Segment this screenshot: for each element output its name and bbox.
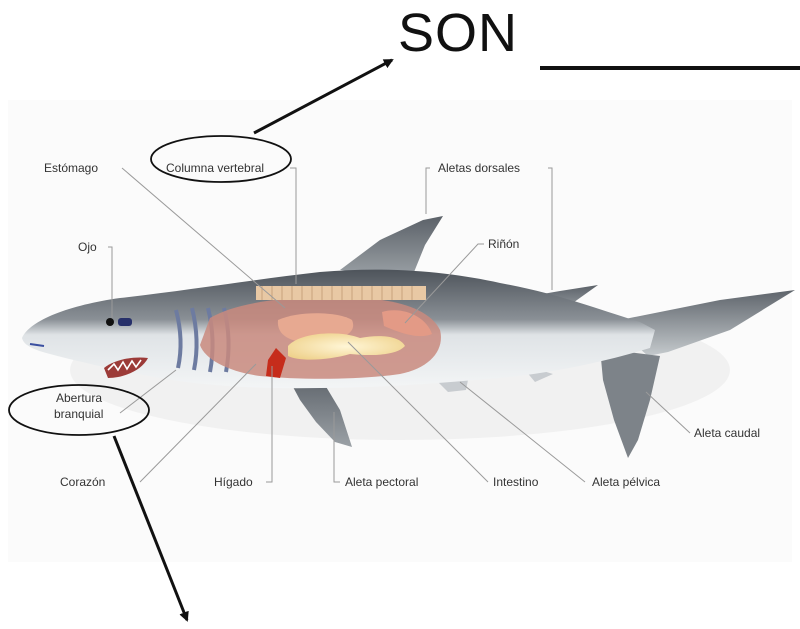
label-columna-vertebral: Columna vertebral bbox=[166, 161, 264, 175]
label-rinon: Riñón bbox=[488, 237, 519, 251]
label-aleta-pectoral: Aleta pectoral bbox=[345, 475, 418, 489]
nostril bbox=[118, 318, 132, 326]
label-higado: Hígado bbox=[214, 475, 253, 489]
label-abertura-line1: Abertura bbox=[56, 391, 102, 405]
label-estomago: Estómago bbox=[44, 161, 98, 175]
label-aletas-dorsales: Aletas dorsales bbox=[438, 161, 520, 175]
label-aleta-pelvica: Aleta pélvica bbox=[592, 475, 660, 489]
label-abertura-line2: branquial bbox=[54, 407, 103, 421]
shark-eye bbox=[106, 318, 114, 326]
label-ojo: Ojo bbox=[78, 240, 97, 254]
label-intestino: Intestino bbox=[493, 475, 539, 489]
label-corazon: Corazón bbox=[60, 475, 105, 489]
label-aleta-caudal: Aleta caudal bbox=[694, 426, 760, 440]
